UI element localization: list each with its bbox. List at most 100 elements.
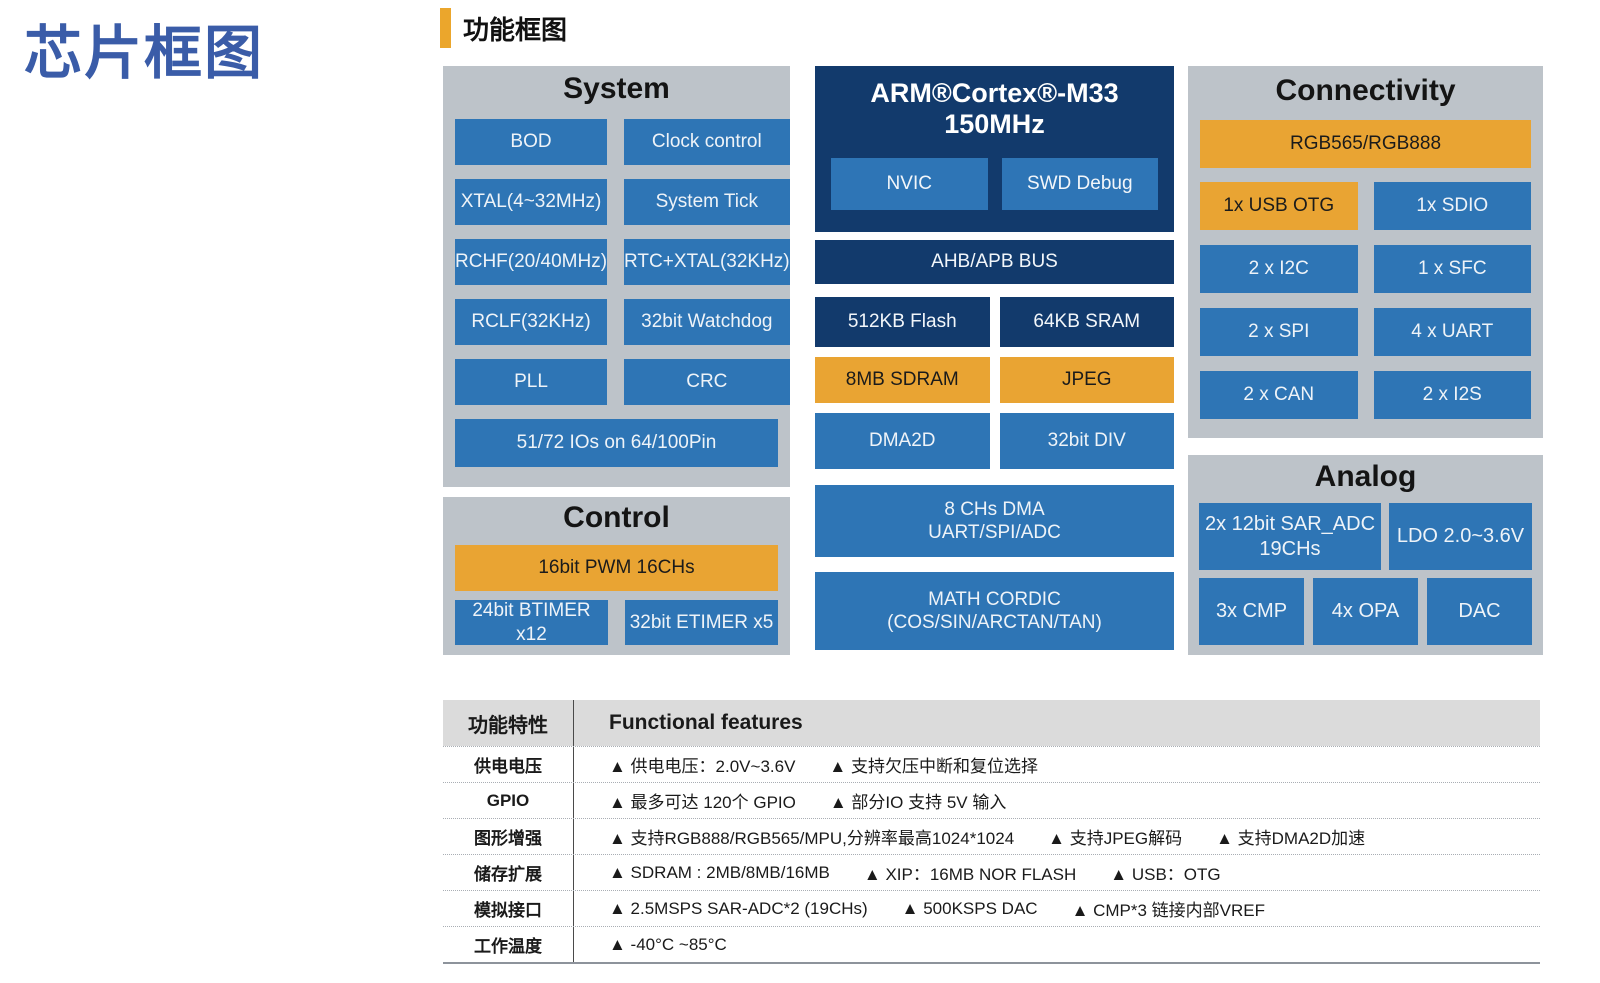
cpu-block: ARM®Cortex®-M33 150MHz NVIC SWD Debug (815, 66, 1174, 232)
pwm-cell: 16bit PWM 16CHs (455, 545, 778, 591)
sar-adc-line1: 2x 12bit SAR_ADC (1204, 513, 1376, 536)
feature-item: ▲ XIP：16MB NOR FLASH (863, 865, 1077, 884)
row-content: ▲ 供电电压：2.0V~3.6V ▲ 支持欠压中断和复位选择 (573, 747, 1540, 782)
usb-otg-cell: 1x USB OTG (1200, 182, 1358, 230)
analog-bottom-row: 3x CMP 4x OPA DAC (1188, 578, 1543, 645)
cpu-sub-row: NVIC SWD Debug (815, 158, 1174, 210)
feature-item: ▲ 2.5MSPS SAR-ADC*2 (19CHs) (609, 898, 868, 918)
system-cell: Clock control (624, 119, 790, 165)
feature-item: ▲ 支持RGB888/RGB565/MPU,分辨率最高1024*1024 (609, 829, 1015, 848)
etimer-cell: 32bit ETIMER x5 (625, 600, 778, 645)
ldo-cell: LDO 2.0~3.6V (1389, 503, 1532, 570)
feature-item: ▲ 支持JPEG解码 (1048, 829, 1183, 848)
feature-item: ▲ USB：OTG (1110, 865, 1221, 884)
system-cell: BOD (455, 119, 608, 165)
system-cell: 32bit Watchdog (624, 299, 790, 345)
sar-adc-cell: 2x 12bit SAR_ADC 19CHs (1199, 503, 1381, 570)
table-row: 模拟接口 ▲ 2.5MSPS SAR-ADC*2 (19CHs) ▲ 500KS… (443, 890, 1540, 926)
table-row: 工作温度 ▲ -40°C ~85°C (443, 926, 1540, 962)
i2c-cell: 2 x I2C (1200, 245, 1358, 293)
section-header: 功能框图 (440, 8, 567, 48)
system-io-cell: 51/72 IOs on 64/100Pin (455, 419, 778, 467)
math-cordic-cell: MATH CORDIC (COS/SIN/ARCTAN/TAN) (815, 572, 1174, 650)
uart-cell: 4 x UART (1373, 308, 1531, 356)
table-row: 图形增强 ▲ 支持RGB888/RGB565/MPU,分辨率最高1024*102… (443, 818, 1540, 854)
control-panel: Control 16bit PWM 16CHs 24bit BTIMER x12… (443, 497, 790, 655)
system-panel: System BOD Clock control XTAL(4~32MHz) S… (443, 66, 790, 487)
row-label: 供电电压 (474, 757, 542, 776)
sar-adc-line2: 19CHs (1259, 537, 1321, 560)
row-label: 工作温度 (474, 937, 542, 956)
system-cell: CRC (624, 359, 790, 405)
can-cell: 2 x CAN (1200, 371, 1358, 419)
row-label: 储存扩展 (474, 865, 542, 884)
table-header-en: Functional features (573, 700, 1540, 746)
section-title: 功能框图 (463, 14, 568, 45)
row-content: ▲ SDRAM : 2MB/8MB/16MB ▲ XIP：16MB NOR FL… (573, 855, 1540, 890)
cmp-cell: 3x CMP (1199, 578, 1304, 645)
feature-item: ▲ 部分IO 支持 5V 输入 (829, 793, 1007, 812)
control-grid: 24bit BTIMER x12 32bit ETIMER x5 (443, 600, 790, 645)
system-cell: RCLF(32KHz) (455, 299, 608, 345)
page-title: 芯片框图 (24, 21, 265, 86)
feature-item: ▲ CMP*3 链接内部VREF (1071, 901, 1266, 920)
swd-debug-cell: SWD Debug (1001, 158, 1158, 210)
opa-cell: 4x OPA (1313, 578, 1418, 645)
system-cell: XTAL(4~32MHz) (455, 179, 608, 225)
dma-line1: 8 CHs DMA (944, 498, 1045, 520)
feature-item: ▲ 支持DMA2D加速 (1216, 829, 1366, 848)
dma-line2: UART/SPI/ADC (928, 522, 1061, 543)
table-header-row: 功能特性 Functional features (443, 700, 1540, 746)
bus-cell: AHB/APB BUS (815, 240, 1174, 284)
math-line1: MATH CORDIC (928, 588, 1061, 610)
features-table: 功能特性 Functional features 供电电压 ▲ 供电电压：2.0… (443, 700, 1540, 964)
feature-item: ▲ 供电电压：2.0V~3.6V (609, 757, 796, 776)
sfc-cell: 1 x SFC (1373, 245, 1531, 293)
connectivity-panel: Connectivity RGB565/RGB888 1x USB OTG 1x… (1188, 66, 1543, 438)
system-cell: System Tick (624, 179, 790, 225)
dac-cell: DAC (1427, 578, 1532, 645)
connectivity-analog-column: Connectivity RGB565/RGB888 1x USB OTG 1x… (1188, 66, 1543, 655)
table-row: 供电电压 ▲ 供电电压：2.0V~3.6V ▲ 支持欠压中断和复位选择 (443, 746, 1540, 782)
analog-panel-title: Analog (1314, 460, 1417, 493)
nvic-cell: NVIC (831, 158, 988, 210)
math-line2: (COS/SIN/ARCTAN/TAN) (887, 612, 1102, 633)
rgb-cell: RGB565/RGB888 (1200, 120, 1531, 168)
table-row: 储存扩展 ▲ SDRAM : 2MB/8MB/16MB ▲ XIP：16MB N… (443, 854, 1540, 890)
cpu-frequency: 150MHz (944, 109, 1045, 139)
row-label: GPIO (486, 790, 530, 810)
row-content: ▲ 支持RGB888/RGB565/MPU,分辨率最高1024*1024 ▲ 支… (573, 819, 1540, 854)
analog-top-row: 2x 12bit SAR_ADC 19CHs LDO 2.0~3.6V (1188, 503, 1543, 570)
sdram-cell: 8MB SDRAM (815, 357, 990, 403)
connectivity-panel-title: Connectivity (1275, 74, 1456, 107)
div-cell: 32bit DIV (999, 413, 1174, 469)
feature-item: ▲ 支持欠压中断和复位选择 (829, 757, 1038, 776)
functional-block-diagram: System BOD Clock control XTAL(4~32MHz) S… (443, 66, 1543, 658)
flash-cell: 512KB Flash (815, 297, 990, 347)
system-grid: BOD Clock control XTAL(4~32MHz) System T… (443, 119, 790, 405)
sram-cell: 64KB SRAM (999, 297, 1174, 347)
btimer-cell: 24bit BTIMER x12 (455, 600, 608, 645)
dma2d-cell: DMA2D (815, 413, 990, 469)
table-row: GPIO ▲ 最多可达 120个 GPIO ▲ 部分IO 支持 5V 输入 (443, 782, 1540, 818)
system-cell: RCHF(20/40MHz) (455, 239, 608, 285)
row-label: 图形增强 (474, 829, 542, 848)
accent-bar-icon (440, 8, 451, 48)
cpu-column: ARM®Cortex®-M33 150MHz NVIC SWD Debug AH… (815, 66, 1174, 650)
i2s-cell: 2 x I2S (1373, 371, 1531, 419)
analog-panel: Analog 2x 12bit SAR_ADC 19CHs LDO 2.0~3.… (1188, 455, 1543, 655)
connectivity-grid: 1x USB OTG 1x SDIO 2 x I2C 1 x SFC 2 x S… (1188, 182, 1543, 419)
system-panel-title: System (563, 72, 670, 105)
system-cell: RTC+XTAL(32KHz) (624, 239, 790, 285)
dma-cell: 8 CHs DMA UART/SPI/ADC (815, 485, 1174, 557)
sdio-cell: 1x SDIO (1373, 182, 1531, 230)
row-label: 模拟接口 (474, 901, 542, 920)
feature-item: ▲ 500KSPS DAC (901, 898, 1038, 918)
jpeg-cell: JPEG (999, 357, 1174, 403)
row-content: ▲ 最多可达 120个 GPIO ▲ 部分IO 支持 5V 输入 (573, 783, 1540, 818)
table-header-zh: 功能特性 (468, 714, 548, 737)
feature-item: ▲ -40°C ~85°C (609, 934, 727, 954)
feature-item: ▲ 最多可达 120个 GPIO (609, 793, 796, 812)
system-cell: PLL (455, 359, 608, 405)
